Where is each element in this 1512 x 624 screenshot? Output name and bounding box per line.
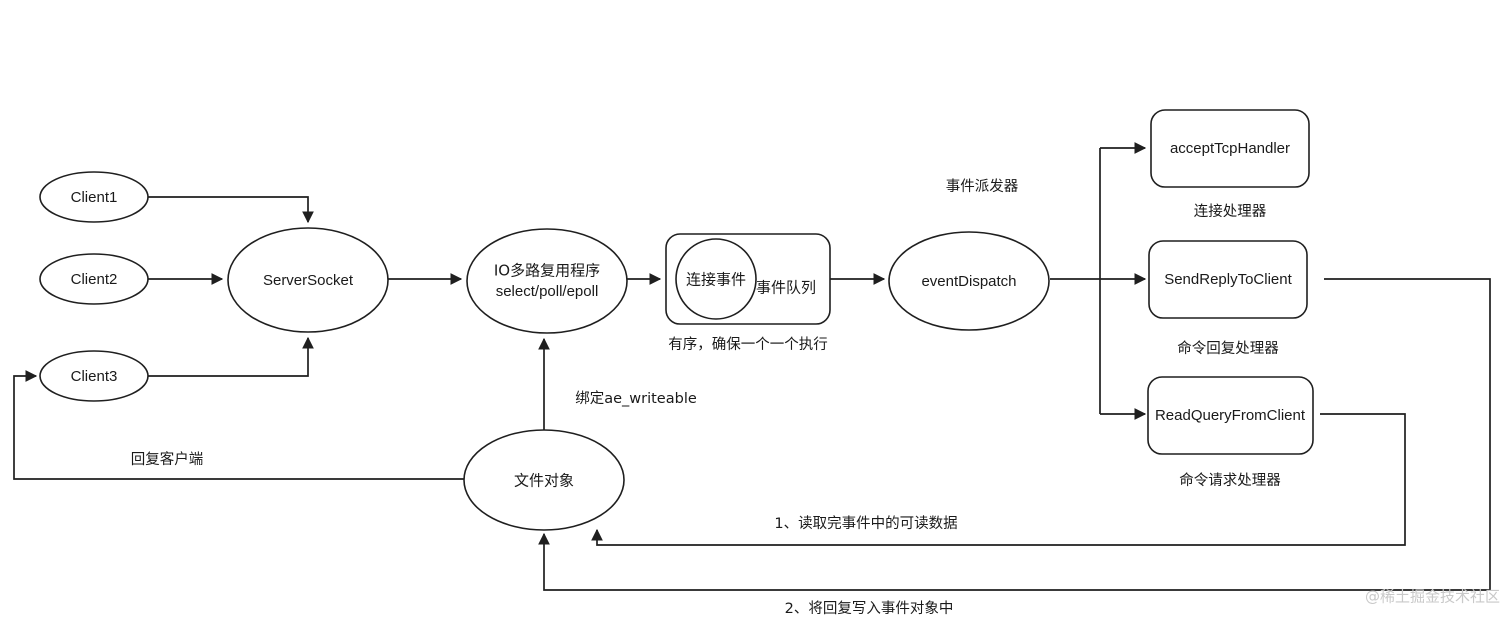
node-event-dispatch[interactable]: eventDispatch xyxy=(888,231,1050,331)
annotation-send-reply-caption: 命令回复处理器 xyxy=(1177,339,1279,357)
node-io-multiplex-label-line1: IO多路复用程序 xyxy=(494,262,600,280)
edge-file-object-to-client3 xyxy=(13,370,464,480)
annotation-bind-ae-writeable: 绑定ae_writeable xyxy=(575,390,697,407)
node-event-dispatch-label: eventDispatch xyxy=(921,273,1016,290)
annotation-reply-to-client: 回复客户端 xyxy=(131,450,204,468)
node-client1-label: Client1 xyxy=(71,189,118,206)
node-event-queue[interactable]: 连接事件 事件队列 xyxy=(665,233,831,325)
node-io-multiplex[interactable]: IO多路复用程序 select/poll/epoll xyxy=(466,228,628,334)
edge-client3-to-serversocket xyxy=(148,336,314,377)
annotation-read-query-caption: 命令请求处理器 xyxy=(1179,471,1281,489)
node-connect-event[interactable] xyxy=(675,238,757,320)
node-client2[interactable]: Client2 xyxy=(39,253,149,305)
node-accept-tcp-handler-label: acceptTcpHandler xyxy=(1170,140,1290,157)
annotation-event-queue-caption: 有序，确保一个一个执行 xyxy=(668,336,828,353)
node-read-query-from-client-label: ReadQueryFromClient xyxy=(1155,407,1306,424)
node-send-reply-to-client-label: SendReplyToClient xyxy=(1164,271,1292,288)
annotation-step2: 2、将回复写入事件对象中 xyxy=(785,599,954,617)
node-send-reply-to-client[interactable]: SendReplyToClient xyxy=(1148,240,1308,319)
node-server-socket[interactable]: ServerSocket xyxy=(227,227,389,333)
node-event-queue-label: 事件队列 xyxy=(756,279,816,297)
node-client3[interactable]: Client3 xyxy=(39,350,149,402)
node-connect-event-label: 连接事件 xyxy=(686,271,746,289)
node-client2-label: Client2 xyxy=(71,271,118,288)
edge-read-query-to-file-object xyxy=(591,413,1406,546)
edge-send-reply-to-file-object xyxy=(538,278,1491,591)
watermark: @稀土掘金技术社区 xyxy=(1365,588,1500,606)
node-file-object-label: 文件对象 xyxy=(514,472,574,490)
node-accept-tcp-handler[interactable]: acceptTcpHandler xyxy=(1150,109,1310,188)
node-io-multiplex-label-line2: select/poll/epoll xyxy=(496,283,599,300)
annotation-event-dispatcher-caption: 事件派发器 xyxy=(946,178,1019,195)
edge-client1-to-serversocket xyxy=(148,196,314,224)
node-read-query-from-client[interactable]: ReadQueryFromClient xyxy=(1147,376,1314,455)
node-file-object[interactable]: 文件对象 xyxy=(463,429,625,531)
annotation-accept-handler-caption: 连接处理器 xyxy=(1194,203,1267,220)
node-client1[interactable]: Client1 xyxy=(39,171,149,223)
node-client3-label: Client3 xyxy=(71,368,118,385)
annotation-step1: 1、读取完事件中的可读数据 xyxy=(774,515,957,532)
node-server-socket-label: ServerSocket xyxy=(263,272,354,289)
